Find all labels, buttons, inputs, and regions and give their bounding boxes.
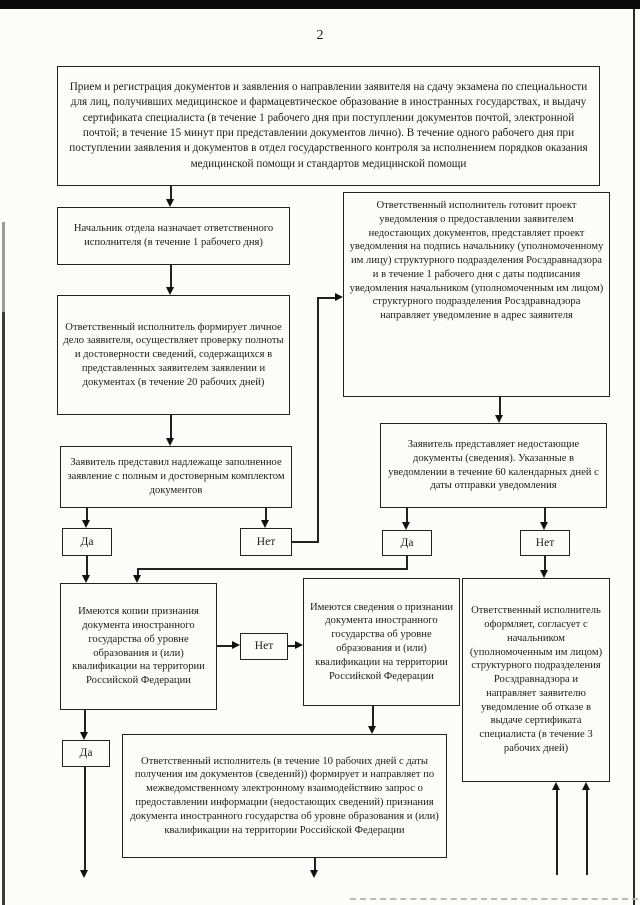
arrow-down-icon <box>82 575 90 583</box>
flow-line <box>544 508 546 524</box>
node-assign-text: Начальник отдела назначает ответственног… <box>73 223 274 248</box>
arrow-down-icon <box>368 726 376 734</box>
node-has-copies-text: Имеются копии признания документа иностр… <box>72 606 205 687</box>
node-submits-missing-text: Заявитель представляет недостающие докум… <box>388 438 599 492</box>
node-refusal-notice: Ответственный исполнитель оформляет, сог… <box>462 578 610 782</box>
arrow-down-icon <box>495 415 503 423</box>
node-submitted-properly-text: Заявитель представил надлежаще заполненн… <box>67 457 285 496</box>
scan-edge-bottom-dashed <box>350 898 638 900</box>
node-decision-has-info: Имеются сведения о признании документа и… <box>303 578 460 706</box>
flow-line <box>317 298 319 542</box>
arrow-up-icon <box>582 782 590 790</box>
no-label: Нет <box>535 536 555 549</box>
flow-line <box>314 858 316 871</box>
arrow-right-icon <box>335 293 343 301</box>
scan-edge-left <box>2 222 5 905</box>
flow-line <box>170 415 172 439</box>
arrow-down-icon <box>540 522 548 530</box>
arrow-down-icon <box>402 522 410 530</box>
arrow-down-icon <box>310 870 318 878</box>
flow-line <box>499 397 501 417</box>
arrow-down-icon <box>166 438 174 446</box>
flow-line <box>406 556 408 570</box>
branch-no-1: Нет <box>240 528 292 556</box>
flow-line <box>84 767 86 871</box>
flow-line <box>372 706 374 728</box>
arrow-down-icon <box>133 575 141 583</box>
arrow-right-icon <box>232 641 240 649</box>
node-interagency-request: Ответственный исполнитель (в течение 10 … <box>122 734 447 858</box>
arrow-down-icon <box>82 520 90 528</box>
node-decision-has-copies: Имеются копии признания документа иностр… <box>60 583 217 710</box>
node-intake-registration: Прием и регистрация документов и заявлен… <box>57 66 600 186</box>
arrow-down-icon <box>166 199 174 207</box>
flow-line <box>317 297 336 299</box>
node-notify-missing-text: Ответственный исполнитель готовит проект… <box>349 200 604 322</box>
flow-line <box>556 789 558 875</box>
branch-yes-3: Да <box>62 740 110 767</box>
flow-line <box>84 710 86 734</box>
flow-line <box>170 186 172 201</box>
yes-label: Да <box>79 747 93 760</box>
node-request-text: Ответственный исполнитель (в течение 10 … <box>130 755 439 836</box>
node-intake-text: Прием и регистрация документов и заявлен… <box>69 80 588 170</box>
node-form-case-text: Ответственный исполнитель формирует личн… <box>63 321 284 388</box>
arrow-down-icon <box>540 570 548 578</box>
flow-line <box>137 568 408 570</box>
branch-yes-1: Да <box>62 528 112 556</box>
no-label: Нет <box>256 535 276 548</box>
flow-line <box>170 265 172 289</box>
arrow-down-icon <box>80 870 88 878</box>
flow-line <box>86 508 88 521</box>
no-label: Нет <box>254 640 274 653</box>
node-decision-submitted-properly: Заявитель представил надлежаще заполненн… <box>60 446 292 508</box>
node-assign-executor: Начальник отдела назначает ответственног… <box>57 207 290 265</box>
arrow-up-icon <box>552 782 560 790</box>
arrow-down-icon <box>80 732 88 740</box>
flow-line <box>288 645 296 647</box>
flow-line <box>406 508 408 524</box>
flow-line <box>86 556 88 577</box>
node-notify-missing-docs: Ответственный исполнитель готовит проект… <box>343 192 610 397</box>
flow-line <box>217 645 234 647</box>
arrow-down-icon <box>261 520 269 528</box>
scan-edge-right <box>632 9 635 905</box>
arrow-down-icon <box>166 287 174 295</box>
node-refusal-text: Ответственный исполнитель оформляет, сог… <box>469 605 603 754</box>
yes-label: Да <box>400 536 414 549</box>
flow-line <box>292 541 319 543</box>
flow-line <box>137 568 139 577</box>
branch-no-2: Нет <box>520 530 570 556</box>
yes-label: Да <box>80 535 94 548</box>
flow-line <box>265 508 267 521</box>
arrow-right-icon <box>295 641 303 649</box>
node-has-info-text: Имеются сведения о признании документа и… <box>309 601 454 682</box>
flow-line <box>586 789 588 875</box>
branch-yes-2: Да <box>382 530 432 556</box>
flow-line <box>544 556 546 572</box>
scan-edge-top <box>0 0 640 9</box>
page-number: 2 <box>316 28 324 43</box>
node-form-case: Ответственный исполнитель формирует личн… <box>57 295 290 415</box>
branch-no-3: Нет <box>240 633 288 660</box>
node-submits-missing-docs: Заявитель представляет недостающие докум… <box>380 423 607 508</box>
